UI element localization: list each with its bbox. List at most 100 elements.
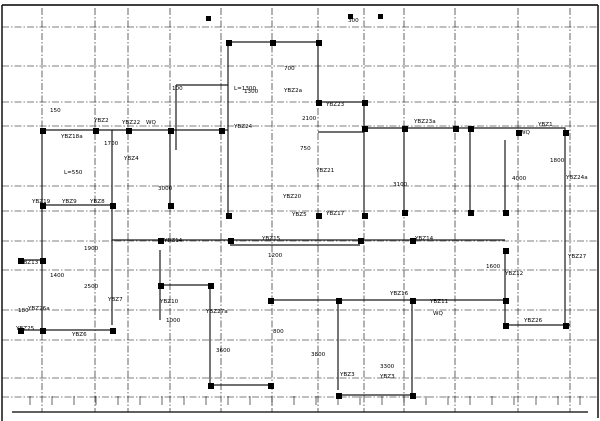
column-marker: [228, 238, 234, 244]
dimension-label: 1000: [166, 318, 181, 324]
dimension-label: 3300: [380, 364, 395, 370]
column-marker: [362, 126, 368, 132]
column-marker: [378, 14, 383, 19]
dimension-label: WQ: [433, 311, 444, 317]
column-label: YBZ11: [429, 299, 449, 305]
column-marker: [453, 126, 459, 132]
dimension-label: 1900: [84, 246, 99, 252]
column-marker: [18, 258, 24, 264]
column-marker: [219, 128, 225, 134]
column-marker: [208, 283, 214, 289]
dimension-label: 1800: [550, 158, 565, 164]
column-marker: [93, 128, 99, 134]
column-marker: [503, 248, 509, 254]
column-label: YBZ24: [233, 124, 253, 130]
column-markers: [18, 14, 569, 399]
column-label: YBZ4: [123, 156, 139, 162]
column-marker: [40, 128, 46, 134]
column-marker: [226, 213, 232, 219]
column-label: YBZ18a: [60, 134, 83, 140]
column-label: YBZ6: [71, 332, 87, 338]
wall-outlines: [20, 41, 570, 396]
column-label: YBZ9: [61, 199, 77, 205]
column-label: YBZ2: [93, 118, 109, 124]
column-label: YBZ5: [291, 212, 307, 218]
column-marker: [316, 100, 322, 106]
column-marker: [168, 203, 174, 209]
column-marker: [563, 323, 569, 329]
column-marker: [158, 283, 164, 289]
column-label: YBZ3: [339, 372, 355, 378]
column-label: YBZ27a: [205, 309, 228, 315]
column-marker: [468, 210, 474, 216]
column-marker: [268, 383, 274, 389]
column-label: YBZ10: [159, 299, 179, 305]
column-marker: [410, 298, 416, 304]
column-marker: [503, 298, 509, 304]
dimension-label: 300: [348, 18, 359, 24]
column-label: YBZ23a: [413, 119, 436, 125]
dimension-label: 2500: [84, 284, 99, 290]
dimension-label: 4000: [512, 176, 527, 182]
column-marker: [126, 128, 132, 134]
dimension-label: 1700: [104, 141, 119, 147]
dimension-label: 3600: [216, 348, 231, 354]
column-marker: [358, 238, 364, 244]
column-marker: [270, 40, 276, 46]
column-label: YBZ14: [163, 238, 183, 244]
column-marker: [410, 238, 416, 244]
column-marker: [110, 328, 116, 334]
column-marker: [402, 126, 408, 132]
column-marker: [362, 100, 368, 106]
column-marker: [402, 210, 408, 216]
column-label: YBZ24a: [565, 175, 588, 181]
column-label: YBZ25: [15, 326, 35, 332]
column-label: YBZ26: [523, 318, 543, 324]
column-marker: [516, 130, 522, 136]
dimension-label: WQ: [520, 130, 531, 136]
column-label: YBZ8: [89, 199, 105, 205]
column-label: YBZ21: [315, 168, 335, 174]
wall-outline: [470, 127, 566, 325]
column-marker: [348, 14, 353, 19]
dimension-label: L=550: [64, 170, 83, 176]
column-label: YBZ23: [325, 102, 345, 108]
column-label: YBZ7: [107, 297, 123, 303]
dimension-label: 1200: [268, 253, 283, 259]
wall-outline: [112, 239, 505, 246]
dimension-label: 3100: [393, 182, 408, 188]
column-marker: [362, 213, 368, 219]
column-label: YBZ14: [414, 236, 434, 242]
column-label: YBZ19: [31, 199, 51, 205]
column-marker: [208, 383, 214, 389]
dimension-label: 3800: [311, 352, 326, 358]
column-marker: [158, 238, 164, 244]
column-marker: [206, 16, 211, 21]
column-label: YBZ16: [389, 291, 409, 297]
wall-outline: [412, 299, 570, 326]
column-marker: [336, 298, 342, 304]
column-label: YBZ26a: [27, 306, 50, 312]
dimension-label: 800: [273, 329, 284, 335]
column-label: YBZ13: [19, 260, 39, 266]
column-label: YBZ27: [567, 254, 587, 260]
column-label: YBZ12: [504, 271, 523, 277]
dimension-label: 100: [172, 86, 183, 92]
column-marker: [316, 213, 322, 219]
dimension-lines: [29, 396, 581, 405]
dimension-label: 180: [18, 308, 29, 314]
axis-grid: [2, 8, 598, 412]
column-marker: [563, 130, 569, 136]
dimension-label: 2100: [302, 116, 317, 122]
column-marker: [40, 258, 46, 264]
column-label: YBZ15: [261, 236, 281, 242]
column-marker: [503, 323, 509, 329]
column-marker: [110, 203, 116, 209]
dimension-label: 750: [300, 146, 311, 152]
column-marker: [468, 126, 474, 132]
column-label: YBZ22: [121, 120, 140, 126]
column-marker: [226, 40, 232, 46]
dimension-label: WQ: [146, 120, 157, 126]
